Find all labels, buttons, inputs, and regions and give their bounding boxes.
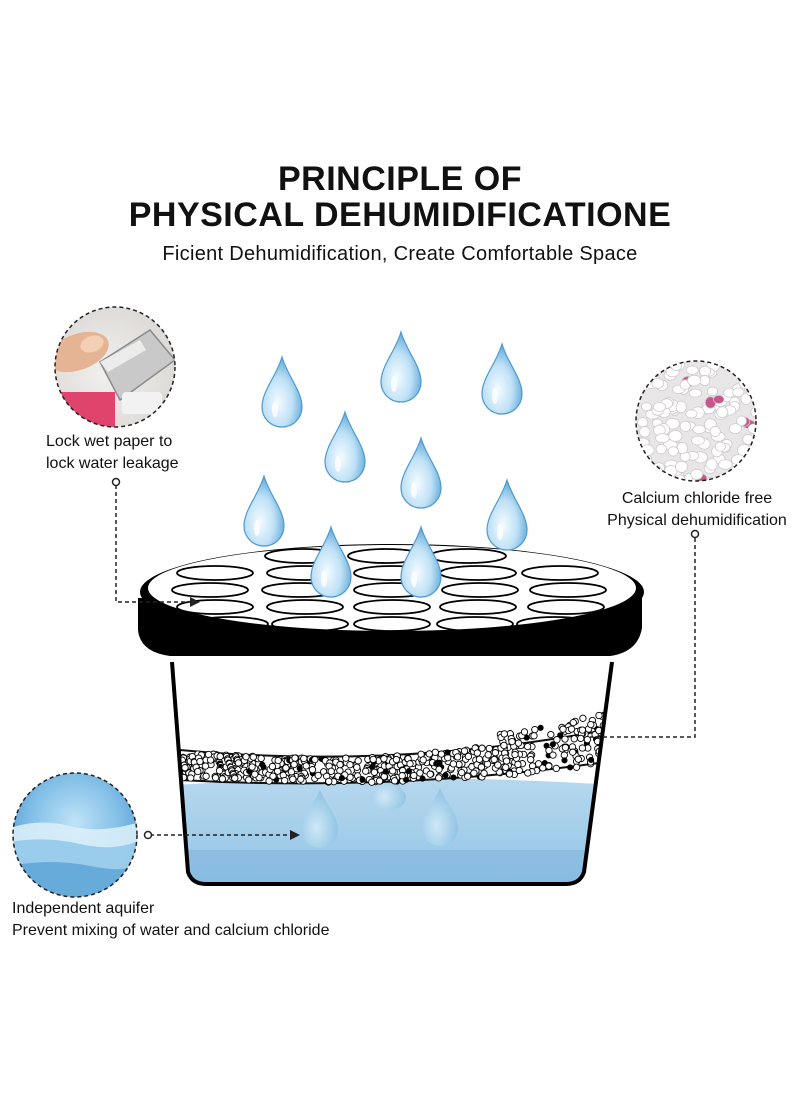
water-drop-icon xyxy=(324,409,366,483)
title-line-2: PHYSICAL DEHUMIDIFICATIONE xyxy=(128,196,672,234)
water-drop-icon xyxy=(486,477,528,551)
water-drop-icon xyxy=(302,790,338,848)
granule-layer xyxy=(178,711,607,786)
water-drop-icon xyxy=(400,435,442,509)
subtitle: Ficient Dehumidification, Create Comfort… xyxy=(162,243,638,265)
callout-aquifer-text: Independent aquifer Prevent mixing of wa… xyxy=(12,898,329,942)
granules-photo xyxy=(635,360,757,482)
callout-granules-text: Calcium chloride free Physical dehumidif… xyxy=(592,488,800,532)
title-line-1: PRINCIPLE OF xyxy=(277,160,523,198)
water-drop-icon xyxy=(422,788,458,846)
callout-leader-lines xyxy=(115,485,696,836)
callout-granules-line-1: Calcium chloride free xyxy=(621,490,773,507)
water-drop-icon xyxy=(310,524,352,598)
callout-aquifer-line-2: Prevent mixing of water and calcium chlo… xyxy=(12,922,330,939)
seal-photo xyxy=(54,306,176,428)
callout-seal-line-2: lock water leakage xyxy=(46,455,179,472)
water-drop-icon xyxy=(243,473,285,547)
container-body xyxy=(170,661,614,886)
falling-water-drops xyxy=(243,329,528,598)
water-drop-icon xyxy=(400,524,442,598)
leader-line-granules xyxy=(590,538,696,738)
leader-line-seal xyxy=(115,485,190,603)
water-surface-photo xyxy=(12,772,138,898)
water-drop-icon xyxy=(481,341,523,415)
callout-granules-line-2: Physical dehumidification xyxy=(607,512,787,529)
water-drop-icon xyxy=(370,772,406,810)
callout-aquifer-line-1: Independent aquifer xyxy=(12,900,155,917)
water-drop-icon xyxy=(380,329,422,403)
water-drop-icon xyxy=(261,354,303,428)
callout-seal-text: Lock wet paper to lock water leakage xyxy=(46,431,179,475)
container-lid xyxy=(138,544,644,656)
callout-seal-line-1: Lock wet paper to xyxy=(46,433,173,450)
